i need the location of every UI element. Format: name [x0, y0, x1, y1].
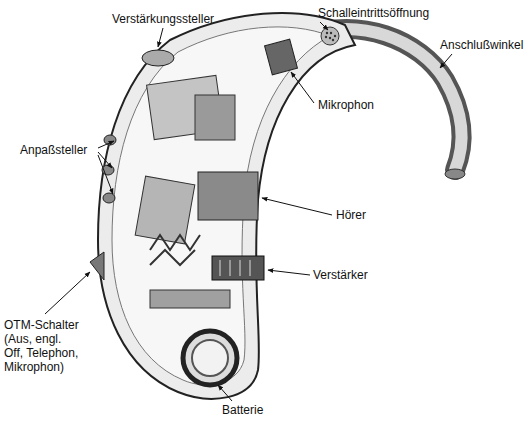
amplifier: [212, 256, 264, 280]
part-label: Mikrophon: [318, 98, 374, 112]
grille-dots: [325, 32, 336, 41]
component: [195, 95, 235, 140]
component: [150, 290, 230, 308]
trimmer: [103, 193, 115, 203]
part-label: Verstärker: [313, 268, 368, 282]
part-label: Hörer: [336, 208, 366, 222]
battery-inner: [192, 340, 228, 376]
hook-tip: [445, 169, 465, 179]
receiver: [198, 172, 258, 220]
otm-switch: [90, 252, 104, 280]
part-label: OTM-Schalter (Aus, engl. Off, Telephon, …: [4, 318, 82, 374]
battery: [183, 331, 237, 385]
sound-inlet: [321, 27, 339, 45]
part-label: Schalleintrittsöffnung: [318, 6, 429, 20]
component: [135, 176, 195, 244]
leader-lines: [45, 22, 452, 401]
microphone: [265, 39, 298, 75]
part-label: Batterie: [222, 403, 263, 417]
part-label: Anpaßsteller: [20, 143, 87, 157]
housing-inner: [112, 27, 330, 385]
part-label: Anschlußwinkel: [440, 38, 523, 52]
amplifier-pins: [220, 260, 250, 276]
trimmer: [104, 135, 116, 145]
volume-wheel: [142, 50, 174, 66]
wires: [150, 235, 200, 265]
housing: [98, 13, 355, 399]
part-label: Verstärkungssteller: [112, 12, 214, 26]
